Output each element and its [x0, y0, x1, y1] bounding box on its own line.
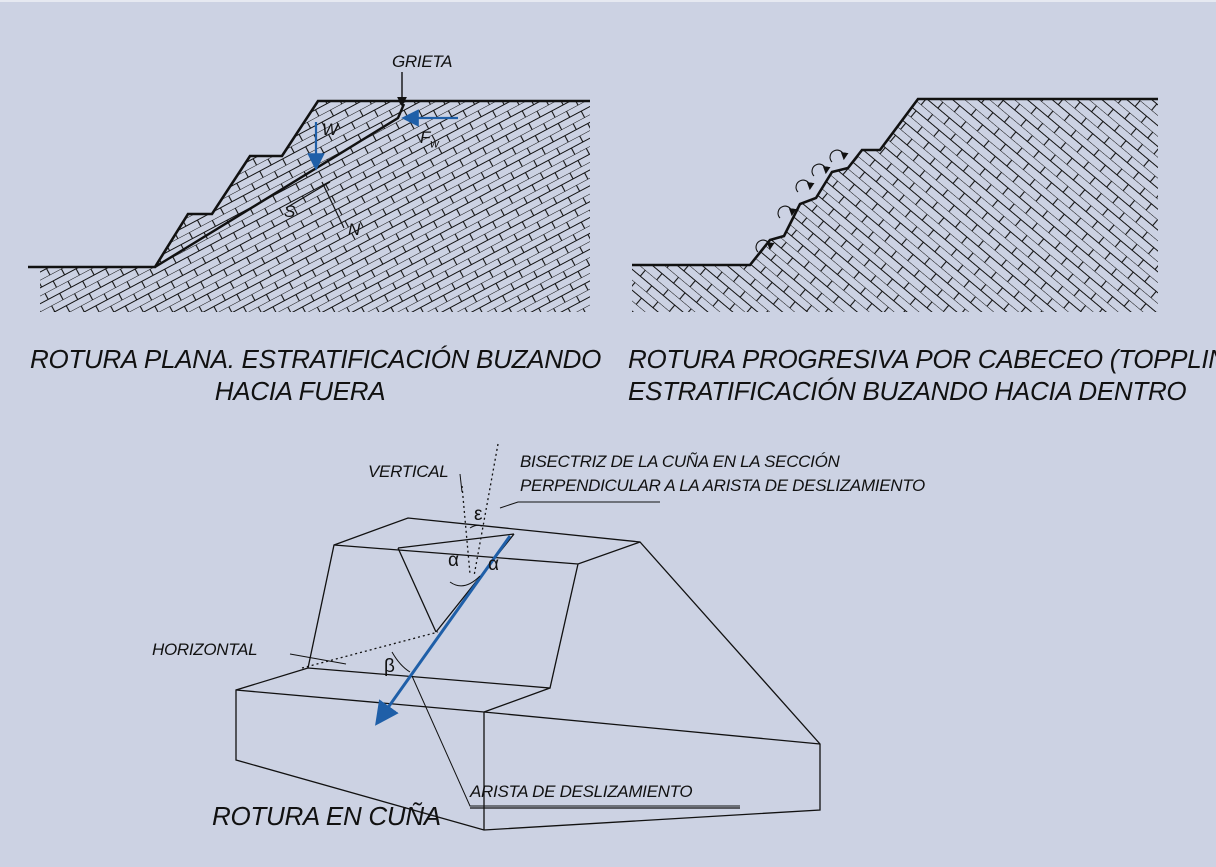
slide-edge-label: ARISTA DE DESLIZAMIENTO: [470, 782, 693, 801]
beta-symbol: β: [384, 656, 395, 677]
plane-slope-rock-mass: [40, 102, 590, 312]
toppling-caption-line2: ESTRATIFICACIÓN BUZANDO HACIA DENTRO: [628, 376, 1187, 406]
water-force-label: Fw: [420, 128, 439, 151]
plane-caption-line2: HACIA FUERA: [214, 376, 386, 406]
water-force-subscript: w: [430, 136, 439, 151]
shear-label: S: [284, 202, 296, 221]
plane-failure-caption: ROTURA PLANA. ESTRATIFICACIÓN BUZANDO HA…: [30, 343, 601, 407]
rotation-arrows: [755, 149, 849, 253]
sliding-plane: [154, 103, 406, 269]
weight-label: W: [322, 120, 338, 139]
plane-caption-line1: ROTURA PLANA. ESTRATIFICACIÓN BUZANDO: [30, 344, 602, 374]
vertical-label: VERTICAL: [368, 462, 449, 481]
slide-edge-leader: [411, 675, 740, 807]
plane-slope-profile: [28, 99, 590, 269]
bisector-label: BISECTRIZ DE LA CUÑA EN LA SECCIÓN PERPE…: [520, 450, 925, 498]
alpha-left-symbol: α: [448, 550, 459, 571]
bisector-leader: [499, 501, 660, 509]
shear-arrow: [285, 181, 331, 209]
toppling-slope-profile: [632, 97, 1158, 267]
bisector-label-line1: BISECTRIZ DE LA CUÑA EN LA SECCIÓN: [520, 452, 840, 471]
normal-arrow: [321, 181, 345, 229]
top-border: [0, 0, 1216, 2]
crack-label: GRIETA: [392, 52, 453, 71]
toppling-rock-mass: [632, 100, 1158, 312]
water-force-symbol: F: [420, 128, 431, 147]
wedge-block-outline: [235, 517, 821, 831]
wedge-failure-diagram: [235, 443, 821, 831]
vertical-line: [461, 485, 471, 575]
plane-failure-diagram: [28, 72, 590, 312]
toppling-failure-caption: ROTURA PROGRESIVA POR CABECEO (TOPPLING)…: [628, 343, 1216, 407]
bisector-line: [473, 443, 499, 577]
horizontal-label: HORIZONTAL: [152, 640, 258, 659]
normal-label: N: [348, 220, 360, 239]
wedge-failure-caption: ROTURA EN CUÑA: [212, 801, 441, 831]
wedge-faces: [397, 533, 515, 633]
horizontal-leader: [289, 653, 347, 665]
bisector-label-line2: PERPENDICULAR A LA ARISTA DE DESLIZAMIEN…: [520, 476, 925, 495]
toppling-caption-line1: ROTURA PROGRESIVA POR CABECEO (TOPPLING)…: [628, 344, 1216, 374]
toppling-failure-diagram: [632, 97, 1158, 312]
vertical-leader: [459, 473, 463, 493]
alpha-right-symbol: α: [488, 554, 499, 575]
wedge-block-edges: [235, 541, 821, 830]
epsilon-symbol: ε: [474, 504, 483, 525]
angle-arcs: [391, 524, 483, 673]
slide-edge-arrow: [375, 535, 512, 726]
horizontal-line: [301, 631, 439, 669]
